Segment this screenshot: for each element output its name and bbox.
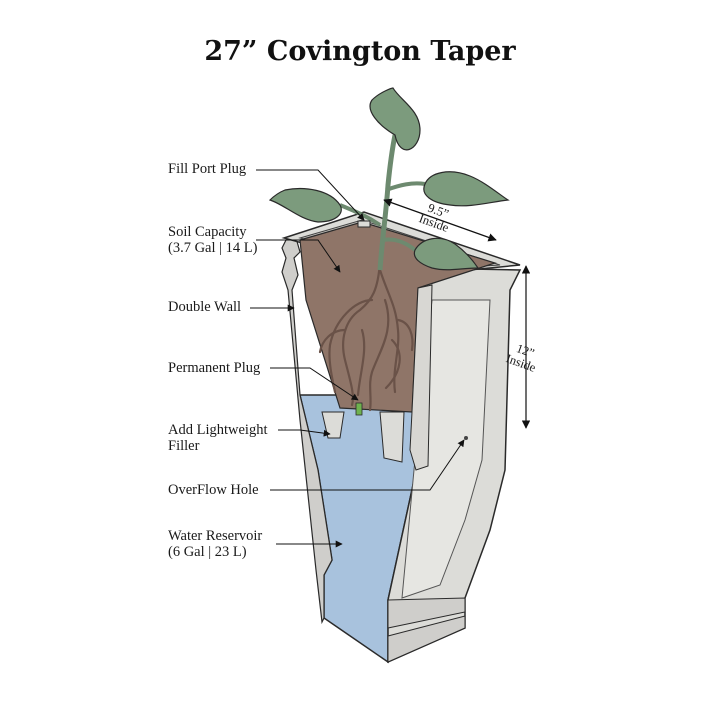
diagram-title: 27” Covington Taper [204, 36, 516, 67]
planter-panel-inset [401, 299, 491, 599]
plant-roots [318, 260, 414, 412]
overflow-hole [464, 436, 468, 440]
label-water-reservoir-value: (6 Gal | 23 L) [168, 544, 247, 560]
label-double-wall: Double Wall [168, 299, 242, 315]
width-dimension-arrow [383, 198, 497, 242]
planter-base-band [387, 597, 466, 663]
filler-leg-right [379, 411, 405, 463]
leader-lines [250, 169, 465, 548]
fill-port-plug [357, 220, 371, 228]
label-permanent-plug: Permanent Plug [168, 360, 261, 376]
label-soil-capacity-value: (3.7 Gal | 14 L) [168, 240, 258, 256]
left-outer-wall [281, 237, 333, 625]
inner-double-wall [409, 284, 433, 471]
label-overflow-hole: OverFlow Hole [168, 482, 259, 498]
permanent-plug [355, 402, 363, 416]
label-soil-capacity: Soil Capacity [168, 224, 247, 240]
label-add-lightweight: Add Lightweight [168, 422, 268, 438]
label-fill-port-plug: Fill Port Plug [168, 161, 247, 177]
label-water-reservoir: Water Reservoir [168, 528, 263, 544]
label-filler: Filler [168, 438, 200, 454]
